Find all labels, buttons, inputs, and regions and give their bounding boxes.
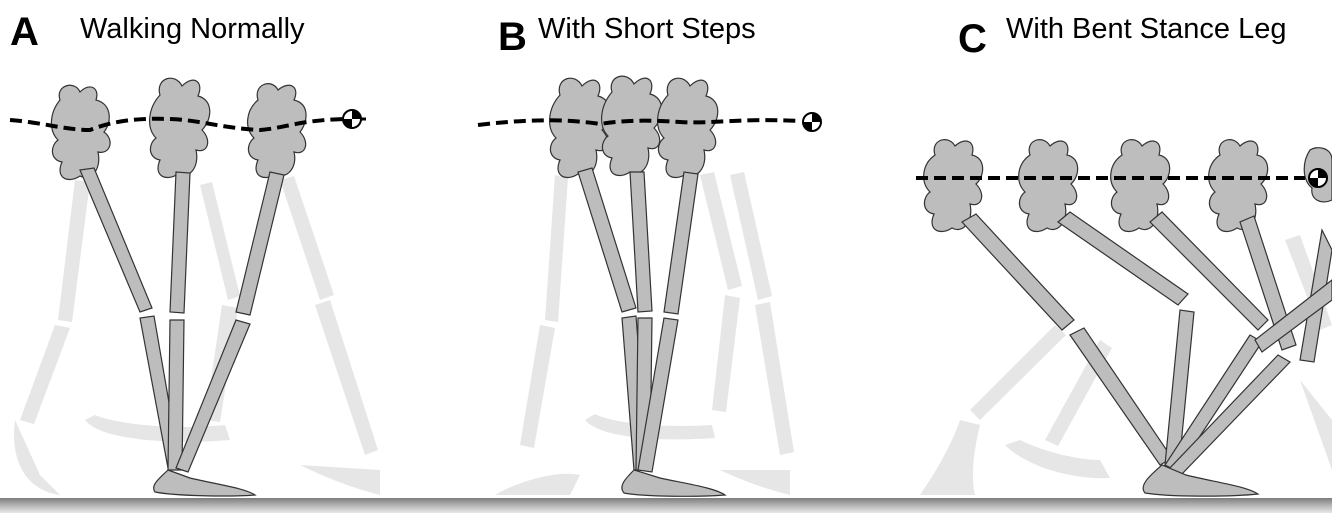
panel-title: With Bent Stance Leg (1006, 13, 1287, 45)
femur-icon (80, 168, 152, 312)
panel-title: Walking Normally (80, 13, 305, 45)
center-of-mass-icon (803, 113, 821, 131)
center-of-mass-icon (1309, 169, 1327, 187)
panel-b: B With Short Steps (478, 13, 821, 496)
stance-legs (51, 78, 306, 496)
foot-icon (154, 470, 255, 496)
pelvis-icon (51, 85, 110, 179)
stance-legs (924, 140, 1332, 497)
panel-a: A Walking Normally (10, 10, 380, 496)
foot-icon (622, 470, 725, 496)
foot-icon (1143, 465, 1258, 496)
tibia-icon (1070, 328, 1172, 465)
pelvis-icon (550, 78, 610, 177)
panel-letter: A (10, 10, 39, 54)
center-of-mass-icon (343, 110, 366, 128)
femur-icon (962, 214, 1074, 330)
ground (0, 498, 1332, 513)
femur-icon (578, 168, 636, 312)
panel-title: With Short Steps (538, 13, 756, 45)
panel-letter: B (498, 15, 527, 59)
panel-letter: C (958, 17, 987, 61)
panel-c: C With Bent Stance Leg (916, 13, 1332, 496)
